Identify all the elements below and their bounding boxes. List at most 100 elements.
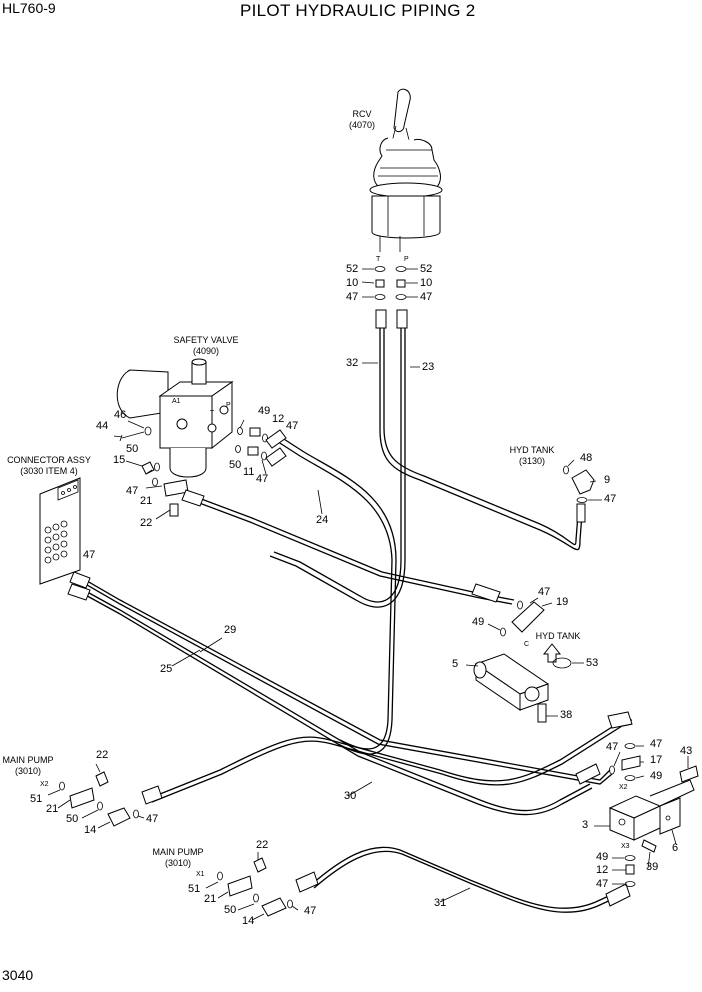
safety-valve-label: SAFETY VALVE — [173, 335, 239, 345]
part-number: 5 — [452, 658, 459, 670]
part-number: 30 — [344, 790, 357, 802]
part-number: 53 — [586, 657, 599, 669]
part-number: 22 — [140, 517, 153, 529]
main-pump-1-label: MAIN PUMP — [2, 755, 54, 765]
part-number: 31 — [434, 897, 447, 909]
main-pump-2-label: MAIN PUMP — [152, 847, 204, 857]
part-number: 43 — [680, 745, 693, 757]
port-t-valve: T — [210, 410, 215, 417]
safety-valve-code: (4090) — [192, 346, 219, 356]
part-number: 50 — [126, 443, 139, 455]
leader-lines — [47, 268, 689, 921]
main-pump-2-code: (3010) — [164, 858, 191, 868]
rcv-label: RCV — [352, 109, 372, 119]
hyd-tank-fittings — [563, 465, 595, 503]
part-number: 38 — [560, 709, 573, 721]
part-number: 21 — [204, 893, 217, 905]
part-number: 48 — [580, 452, 593, 464]
part-number: 49 — [596, 851, 609, 863]
tank-return-elbow — [500, 600, 545, 637]
part-number: 29 — [224, 624, 237, 636]
part-number: 50 — [224, 904, 237, 916]
connector-assy-code: (3030 ITEM 4) — [20, 466, 78, 476]
port-p-valve: P — [226, 402, 231, 409]
port-a1: A1 — [172, 398, 181, 405]
page-number: 3040 — [2, 967, 34, 983]
rcv-code: (4070) — [348, 120, 375, 130]
part-number: 47 — [146, 813, 159, 825]
port-x2-pump: X2 — [40, 781, 49, 788]
part-number: 10 — [346, 277, 359, 289]
part-number: 51 — [188, 883, 201, 895]
part-number: 6 — [672, 842, 679, 854]
part-number: 52 — [346, 263, 359, 275]
part-number: 49 — [650, 770, 663, 782]
part-number: 47 — [538, 586, 551, 598]
main-pump-x1-fittings — [217, 857, 293, 917]
part-number: 32 — [346, 357, 359, 369]
model-name: HL760-9 — [2, 0, 56, 16]
connector-assy — [39, 477, 81, 585]
part-number: 14 — [242, 915, 255, 927]
part-number: 50 — [229, 459, 242, 471]
port-x1-pump: X1 — [196, 871, 205, 878]
part-number: 52 — [420, 263, 433, 275]
part-number: 49 — [258, 405, 271, 417]
part-number: 24 — [316, 514, 329, 526]
part-number: 47 — [304, 905, 317, 917]
safety-valve — [116, 358, 234, 478]
part-number: 23 — [422, 361, 435, 373]
part-number: 47 — [346, 291, 359, 303]
part-number: 12 — [596, 864, 609, 876]
connector-assy-label: CONNECTOR ASSY — [7, 455, 91, 465]
safety-valve-fittings — [119, 426, 268, 517]
part-number: 9 — [604, 474, 611, 486]
hyd-tank-2-label: HYD TANK — [535, 631, 581, 641]
part-number: 10 — [420, 277, 433, 289]
hose-end-fittings — [67, 309, 633, 907]
part-number: 19 — [556, 596, 569, 608]
part-number: 50 — [66, 813, 79, 825]
port-x2-manifold: X2 — [619, 784, 628, 791]
part-number: 22 — [96, 749, 109, 761]
pilot-manifold — [608, 743, 699, 887]
part-number: 47 — [606, 741, 619, 753]
part-number: 47 — [256, 473, 269, 485]
port-x3-manifold: X3 — [621, 843, 630, 850]
part-number: 47 — [650, 738, 663, 750]
hyd-tank-1-code: (3130) — [518, 456, 545, 466]
main-pump-x2-fittings — [59, 771, 139, 827]
part-number: 44 — [96, 420, 109, 432]
part-number: 47 — [596, 878, 609, 890]
part-number: 21 — [140, 495, 153, 507]
part-number: 51 — [30, 793, 43, 805]
part-number: 39 — [646, 861, 659, 873]
part-number: 11 — [243, 466, 255, 478]
part-number: 47 — [604, 493, 617, 505]
part-number: 21 — [46, 803, 59, 815]
part-number: 3 — [582, 819, 589, 831]
rcv-joystick — [369, 88, 443, 252]
return-block — [473, 643, 572, 723]
part-number: 47 — [420, 291, 433, 303]
page-title: PILOT HYDRAULIC PIPING 2 — [240, 1, 476, 20]
part-number: 47 — [286, 420, 299, 432]
hyd-tank-1-label: HYD TANK — [509, 445, 555, 455]
part-number: 25 — [160, 663, 173, 675]
part-number: 14 — [84, 824, 97, 836]
part-number: 15 — [113, 454, 126, 466]
hoses — [79, 314, 633, 913]
part-number: 12 — [272, 413, 285, 425]
port-p-rcv: P — [404, 256, 409, 263]
part-number: 46 — [114, 409, 127, 421]
main-pump-1-code: (3010) — [14, 766, 41, 776]
port-c: C — [524, 641, 530, 648]
port-t-rcv: T — [376, 256, 381, 263]
rcv-port-fittings — [374, 266, 407, 300]
part-number: 22 — [256, 839, 269, 851]
part-number: 47 — [126, 485, 139, 497]
part-number: 47 — [83, 549, 96, 561]
part-number: 49 — [472, 616, 485, 628]
part-number: 17 — [650, 754, 663, 766]
